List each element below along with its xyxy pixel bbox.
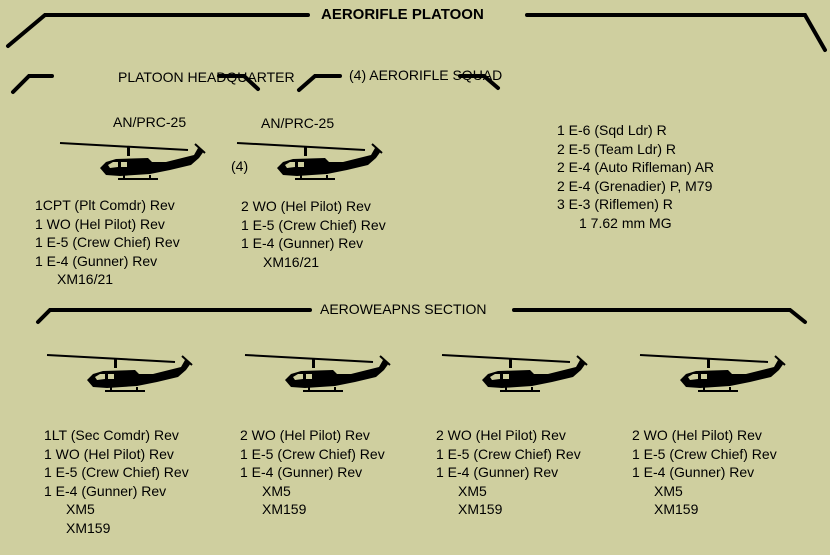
hq-title: PLATOON HEADQUARTER: [118, 69, 295, 85]
weapon-line: XM16/21: [57, 271, 114, 287]
helicopter-icon: [639, 354, 786, 392]
weapon-line: XM5: [654, 482, 683, 499]
helicopter-icon: [441, 354, 588, 392]
weapon-line: XM159: [262, 501, 307, 517]
helicopter-icon: [46, 354, 193, 392]
crew-line: 2 WO (Hel Pilot) Rev: [240, 427, 370, 443]
member-line: 2 E-4 (Auto Rifleman) AR: [557, 159, 715, 175]
helicopter-count: (4): [231, 158, 249, 174]
crew-line: 1 E-4 (Gunner) Rev: [436, 464, 559, 480]
page-title: AERORIFLE PLATOON: [321, 6, 484, 23]
crew-line: 1 WO (Hel Pilot) Rev: [44, 445, 174, 462]
hq-crew-2: 2 WO (Hel Pilot) Rev 1 E-5 (Crew Chief) …: [241, 197, 386, 271]
crew-line: 1 E-4 (Gunner) Rev: [35, 252, 158, 269]
crew-line: 1CPT (Plt Comdr) Rev: [35, 197, 175, 213]
weapons-crew-1: 1LT (Sec Comdr) Rev 1 WO (Hel Pilot) Rev…: [44, 426, 189, 537]
crew-line: 2 WO (Hel Pilot) Rev: [436, 427, 566, 443]
crew-line: 1 E-4 (Gunner) Rev: [44, 482, 167, 499]
crew-line: 1 E-5 (Crew Chief) Rev: [436, 445, 581, 462]
weapon-line: XM16/21: [263, 253, 320, 270]
member-line: 3 E-3 (Riflemen) R: [557, 196, 673, 212]
weapon-line: XM159: [654, 501, 699, 517]
weapons-crew-3: 2 WO (Hel Pilot) Rev 1 E-5 (Crew Chief) …: [436, 426, 581, 519]
weapons-crew-4: 2 WO (Hel Pilot) Rev 1 E-5 (Crew Chief) …: [632, 426, 777, 519]
member-line: 2 E-4 (Grenadier) P, M79: [557, 177, 713, 194]
crew-line: 1 E-5 (Crew Chief) Rev: [44, 464, 189, 480]
crew-line: 1 E-4 (Gunner) Rev: [240, 464, 363, 480]
crew-line: 1 E-5 (Crew Chief) Rev: [240, 445, 385, 462]
weapon-line: XM5: [458, 482, 487, 499]
crew-line: 1LT (Sec Comdr) Rev: [44, 427, 179, 443]
crew-line: 1 E-4 (Gunner) Rev: [241, 235, 364, 251]
weapons-crew-2: 2 WO (Hel Pilot) Rev 1 E-5 (Crew Chief) …: [240, 426, 385, 519]
helicopter-icon: [59, 142, 206, 180]
crew-line: 1 E-5 (Crew Chief) Rev: [35, 234, 180, 250]
squad-members: 1 E-6 (Sqd Ldr) R 2 E-5 (Team Ldr) R 2 E…: [557, 121, 714, 232]
weapon-line: XM159: [66, 519, 111, 536]
weapon-line: XM5: [262, 482, 291, 499]
squad-title: (4) AERORIFLE SQUAD: [349, 67, 503, 83]
crew-line: 1 E-5 (Crew Chief) Rev: [241, 216, 386, 233]
crew-line: 2 WO (Hel Pilot) Rev: [241, 198, 371, 214]
crew-line: 1 WO (Hel Pilot) Rev: [35, 215, 165, 232]
weapon-line: XM5: [66, 501, 95, 517]
radio-label: AN/PRC-25: [261, 115, 335, 131]
radio-label: AN/PRC-25: [113, 114, 187, 130]
crew-line: 2 WO (Hel Pilot) Rev: [632, 427, 762, 443]
platoon-bracket-left: [6, 13, 310, 48]
weapons-title: AEROWEAPNS SECTION: [320, 301, 487, 317]
member-line: 1 E-6 (Sqd Ldr) R: [557, 122, 667, 138]
member-line: 2 E-5 (Team Ldr) R: [557, 140, 677, 157]
crew-line: 1 E-4 (Gunner) Rev: [632, 464, 755, 480]
platoon-bracket-right: [525, 13, 827, 52]
weapon-line: 1 7.62 mm MG: [579, 214, 672, 231]
helicopter-icon: [244, 354, 391, 392]
helicopter-icon: [236, 142, 383, 180]
hq-crew-1: 1CPT (Plt Comdr) Rev 1 WO (Hel Pilot) Re…: [35, 196, 180, 289]
weapon-line: XM159: [458, 501, 503, 517]
crew-line: 1 E-5 (Crew Chief) Rev: [632, 445, 777, 462]
